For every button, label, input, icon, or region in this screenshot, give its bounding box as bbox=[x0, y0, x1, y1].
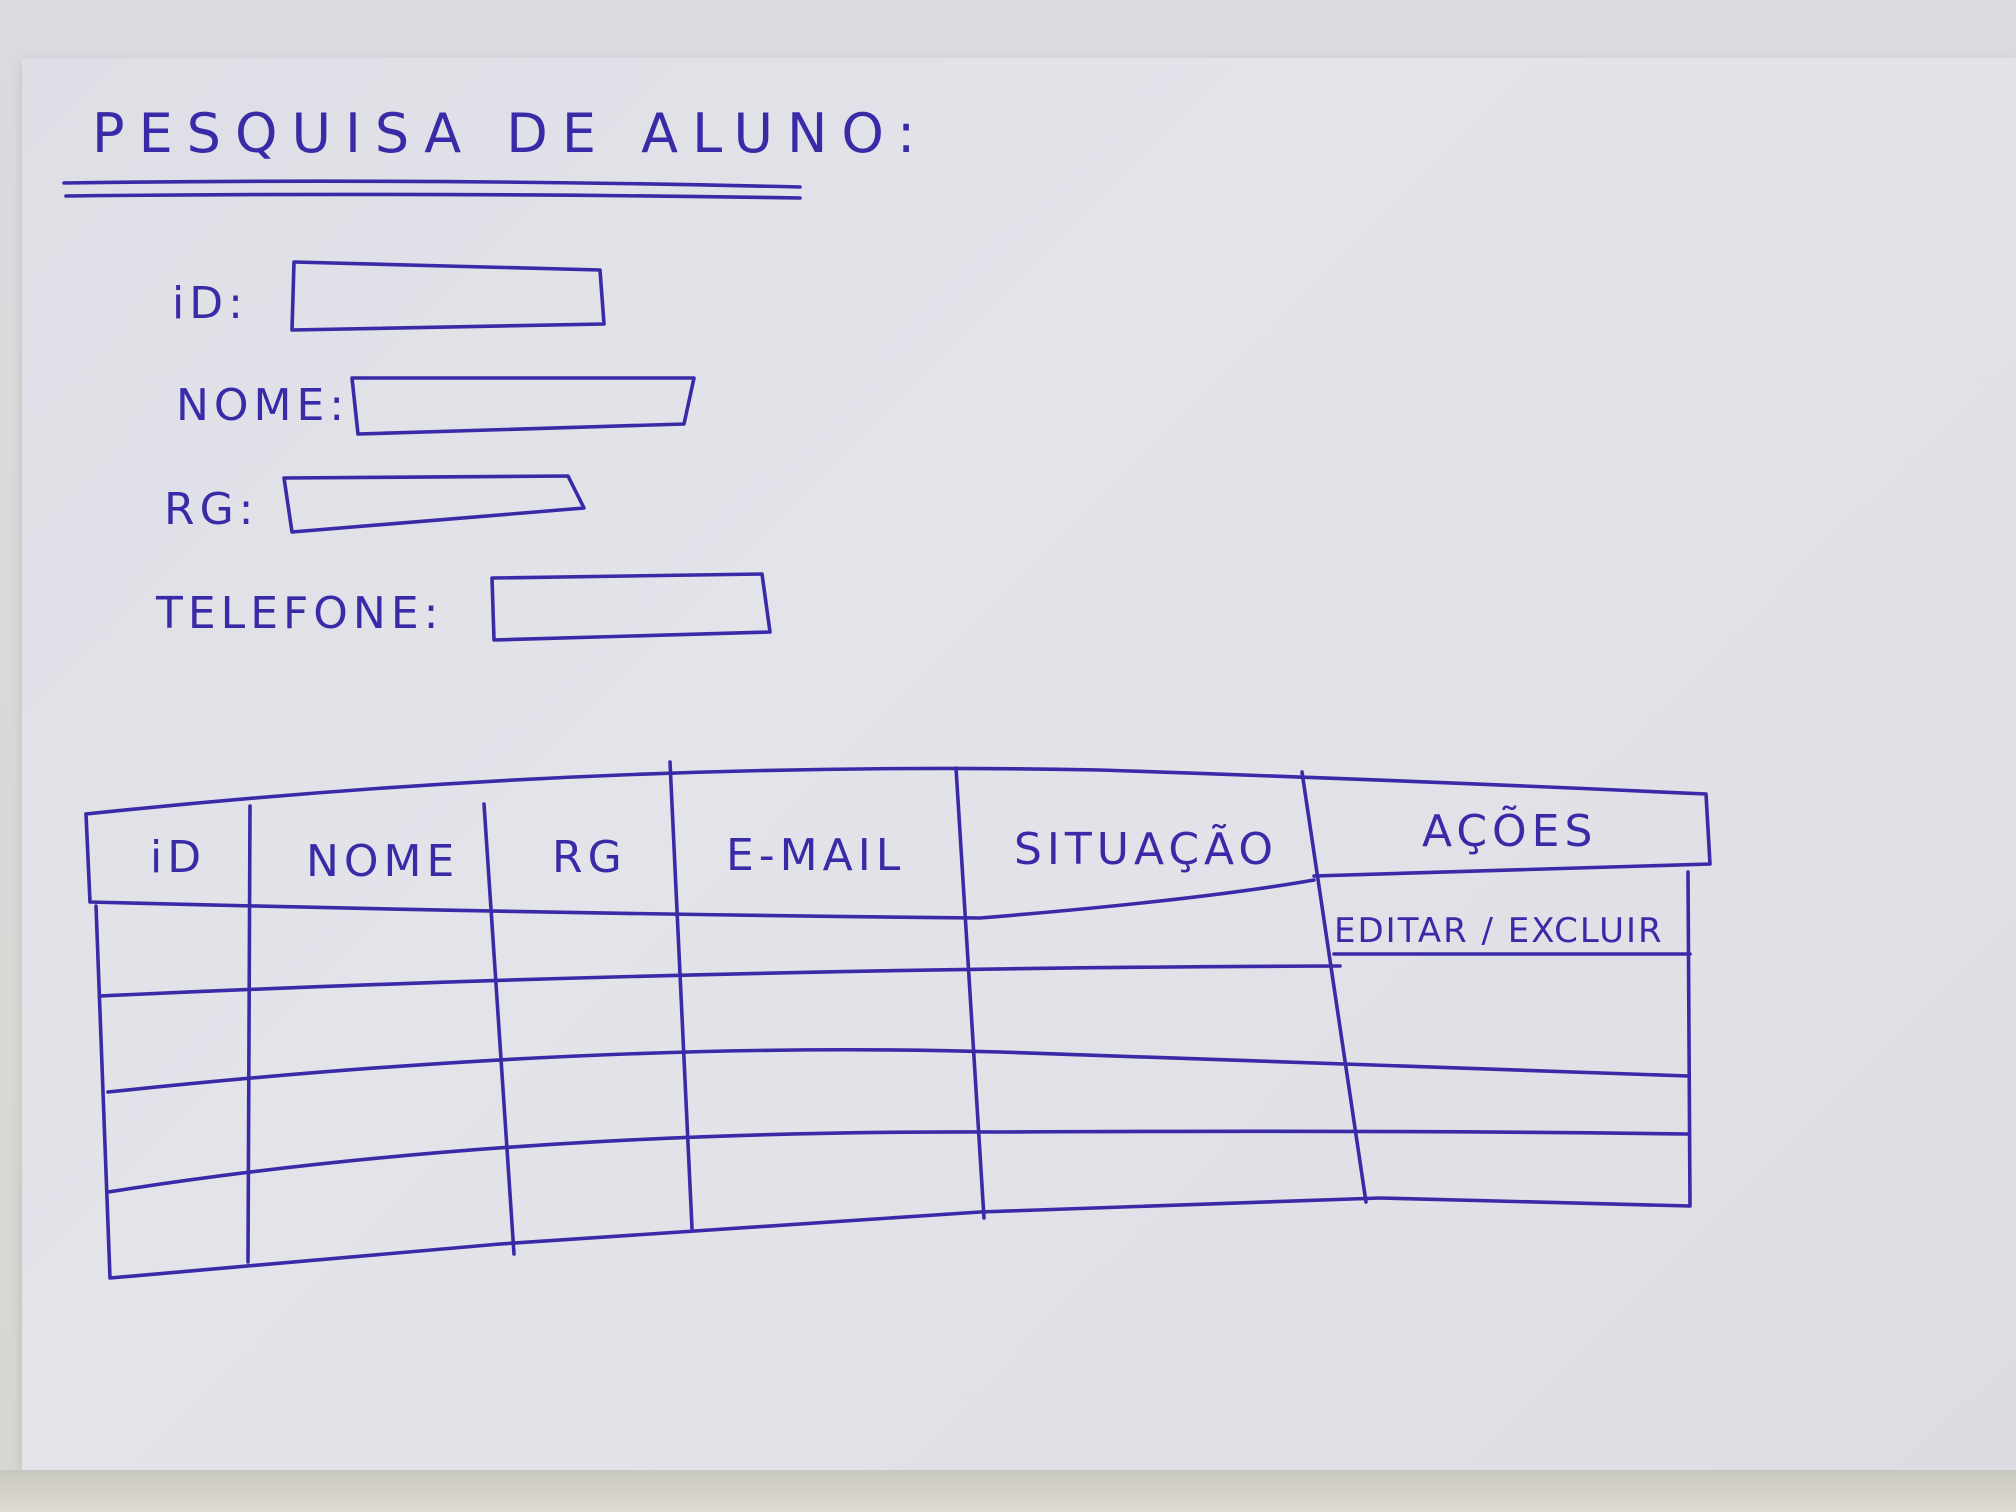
column-header-acoes: AÇÕES bbox=[1422, 805, 1597, 857]
column-header-rg[interactable]: RG bbox=[552, 832, 627, 883]
table-row: EDITAR / EXCLUIR bbox=[1334, 911, 1664, 951]
form-field-id: iD: bbox=[172, 260, 606, 332]
field-label: RG: bbox=[164, 484, 259, 535]
column-header-nome[interactable]: NOME bbox=[306, 836, 459, 887]
field-label: NOME: bbox=[176, 380, 349, 431]
table-header-border bbox=[84, 812, 1316, 920]
search-form: iD: NOME: RG: TELEFONE: bbox=[155, 260, 772, 642]
row-divider bbox=[98, 964, 1342, 998]
column-header-situacao[interactable]: SITUAÇÃO bbox=[1014, 823, 1278, 875]
field-label: iD: bbox=[172, 278, 248, 329]
results-table: iD NOME RG E-MAIL SITUAÇÃO AÇÕES EDITAR … bbox=[84, 760, 1712, 1280]
column-divider bbox=[246, 804, 252, 1264]
table-body-border bbox=[94, 870, 1692, 1280]
page-title: PESQUISA DE ALUNO: bbox=[92, 102, 929, 165]
table-header-row: iD NOME RG E-MAIL SITUAÇÃO AÇÕES bbox=[150, 805, 1597, 887]
field-label: TELEFONE: bbox=[155, 588, 443, 639]
row-divider bbox=[106, 1047, 1690, 1094]
column-header-email[interactable]: E-MAIL bbox=[726, 830, 905, 881]
edit-delete-link[interactable]: EDITAR / EXCLUIR bbox=[1334, 911, 1664, 951]
id-input[interactable] bbox=[290, 260, 606, 332]
column-divider bbox=[954, 766, 986, 1220]
rg-input[interactable] bbox=[282, 474, 586, 534]
title-underline bbox=[62, 179, 802, 189]
paper-edge bbox=[0, 1470, 2016, 1512]
form-field-rg: RG: bbox=[164, 474, 586, 535]
nome-input[interactable] bbox=[350, 376, 696, 436]
column-header-id[interactable]: iD bbox=[150, 832, 206, 883]
form-field-telefone: TELEFONE: bbox=[155, 572, 772, 642]
table-header-border bbox=[84, 766, 1712, 878]
row-divider bbox=[106, 1129, 1690, 1194]
column-divider bbox=[482, 802, 516, 1256]
form-field-nome: NOME: bbox=[176, 376, 696, 436]
paper-sheet bbox=[22, 58, 2016, 1470]
telefone-input[interactable] bbox=[490, 572, 772, 642]
title-underline bbox=[64, 192, 802, 200]
column-divider bbox=[668, 760, 694, 1230]
column-divider bbox=[1300, 770, 1368, 1204]
